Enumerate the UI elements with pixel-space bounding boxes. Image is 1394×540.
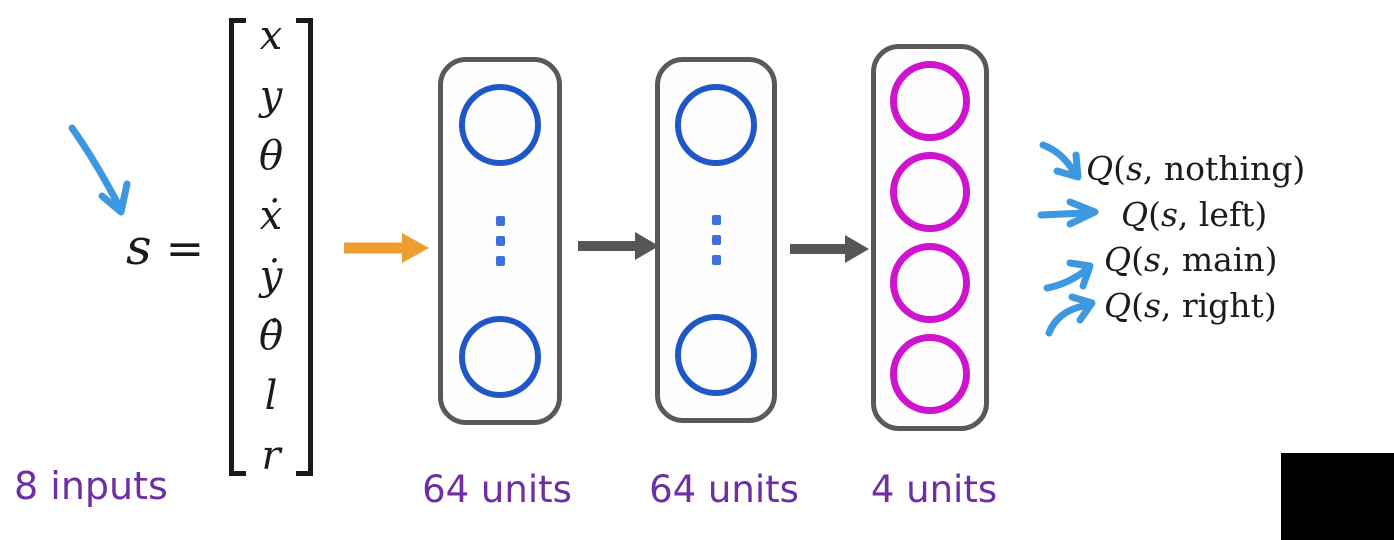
q-left-arrow: [1037, 198, 1099, 228]
video-overlay-corner: [1281, 453, 1394, 540]
vector-entry-thetadot: θ̇: [258, 313, 284, 359]
output-neuron: [890, 61, 970, 141]
q-value-label-left: Q(s, left): [1121, 195, 1268, 234]
layer-2-units-label: 64 units: [649, 468, 799, 511]
ellipsis-dots: [495, 216, 505, 266]
vector-entry-x: x: [259, 13, 283, 59]
inputs-count-label: 8 inputs: [14, 464, 168, 508]
state-vector: x y θ ẋ ẏ θ̇ l r: [240, 14, 302, 478]
output-layer: [871, 44, 989, 431]
neuron: [459, 316, 541, 398]
neuron: [675, 84, 757, 166]
neuron: [459, 84, 541, 166]
vector-entry-l: l: [264, 373, 278, 419]
equals-sign: =: [165, 221, 205, 275]
vector-bracket-right: [296, 18, 313, 476]
ellipsis-dots: [711, 215, 721, 265]
vector-entry-y: y: [259, 73, 283, 119]
q-value-label-nothing: Q(s, nothing): [1086, 149, 1306, 188]
vector-entry-ydot: ẏ: [259, 253, 283, 299]
layer-1-units-label: 64 units: [422, 468, 572, 511]
state-symbol: s: [126, 218, 152, 276]
q-right-arrow: [1045, 293, 1096, 337]
input-annotation-arrow: [68, 124, 131, 216]
vector-entry-theta: θ: [258, 133, 284, 179]
hidden-layer-1: [438, 57, 562, 425]
layer2-to-layer3-arrow: [790, 235, 869, 263]
output-neuron: [890, 243, 970, 323]
output-neuron: [890, 152, 970, 232]
state-equation: s=: [126, 222, 204, 272]
vector-entry-r: r: [261, 433, 281, 479]
layer1-to-layer2-arrow: [578, 232, 659, 260]
neuron: [675, 314, 757, 396]
q-value-label-right: Q(s, right): [1104, 286, 1277, 325]
output-neuron: [890, 334, 970, 414]
layer-3-units-label: 4 units: [870, 468, 998, 511]
q-value-label-main: Q(s, main): [1104, 240, 1278, 279]
vector-bracket-left: [229, 18, 246, 476]
q-main-arrow: [1043, 259, 1094, 292]
q-nothing-arrow: [1039, 141, 1082, 181]
input-to-layer1-arrow: [344, 233, 429, 263]
hidden-layer-2: [655, 57, 777, 423]
vector-entry-xdot: ẋ: [259, 193, 283, 239]
